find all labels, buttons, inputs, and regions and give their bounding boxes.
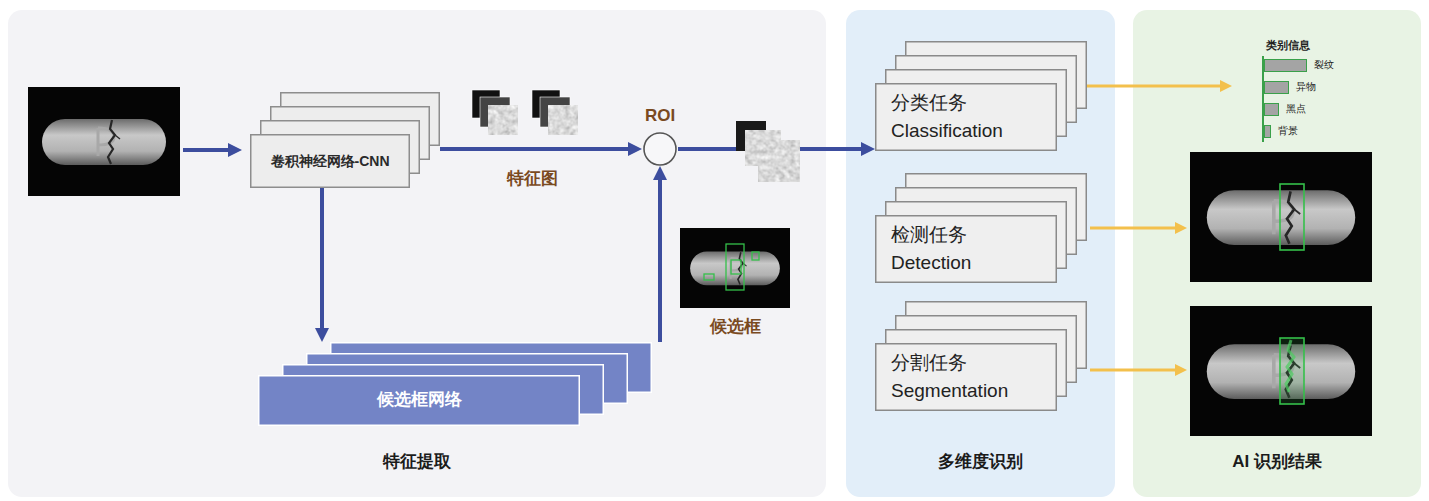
edge-label-holder: 候选框 <box>710 315 761 338</box>
box-label: Classification <box>891 117 1003 145</box>
flow-arrow <box>440 147 636 151</box>
stack-layer <box>876 344 1057 411</box>
bar-label: 黑点 <box>1286 102 1306 116</box>
panel-title: 多维度识别 <box>938 450 1023 473</box>
edge-label: 特征图 <box>507 167 558 190</box>
class-chart: 类别信息裂纹异物黑点背景 <box>1232 36 1352 142</box>
chart-bar <box>1264 59 1307 72</box>
roi-circle: ROI <box>642 106 678 166</box>
bar-label: 异物 <box>1296 80 1316 94</box>
roi-features <box>736 121 800 182</box>
flow-arrow <box>320 188 324 336</box>
box-label: 检测任务 <box>891 221 967 249</box>
bar-label: 裂纹 <box>1314 58 1334 72</box>
task-box: 检测任务Detection <box>875 173 1087 283</box>
result-arrow <box>1090 227 1182 230</box>
feature-map <box>472 90 578 135</box>
stack-layer <box>876 84 1057 151</box>
input-image <box>28 87 180 196</box>
stack-layer <box>251 135 410 188</box>
segmentation-result <box>1190 306 1372 436</box>
box-label: 候选框网络 <box>377 388 462 413</box>
chart-bar <box>1264 103 1279 116</box>
flow-arrow <box>658 172 662 342</box>
chart-title: 类别信息 <box>1266 36 1352 54</box>
stage-panel: 多维度识别 分类任务Classification 检测任务Detection 分割任务… <box>846 10 1115 497</box>
stack-layer <box>259 376 580 426</box>
panel-title: 特征提取 <box>383 450 451 473</box>
chart-bar <box>1264 125 1271 138</box>
box-label: Detection <box>891 249 971 277</box>
task-box: 分类任务Classification <box>875 41 1087 151</box>
flow-arrow <box>183 148 236 152</box>
chart-row: 裂纹 <box>1264 54 1352 76</box>
result-arrow <box>1090 369 1182 372</box>
chart-bar <box>1264 81 1289 94</box>
roi-outline <box>642 132 678 166</box>
box-face: 候选框网络 <box>258 375 580 426</box>
chart-row: 背景 <box>1264 120 1352 142</box>
task-box: 分割任务Segmentation <box>875 301 1087 411</box>
box-label: 分类任务 <box>891 89 967 117</box>
chart-row: 异物 <box>1264 76 1352 98</box>
network-box: 候选框网络 <box>258 342 662 426</box>
feature-tile <box>758 140 800 182</box>
pill-photo <box>1190 306 1372 436</box>
panel-title: AI 识别结果 <box>1232 450 1322 473</box>
box-face: 分类任务Classification <box>875 83 1057 151</box>
proposal-box <box>704 274 714 280</box>
box-label: 卷积神经网络-CNN <box>271 151 390 171</box>
roi-circle <box>644 133 676 165</box>
edge-label-holder: 特征图 <box>507 167 558 190</box>
proposal-box <box>726 244 744 290</box>
proposal-image <box>680 228 790 308</box>
detection-box <box>1280 184 1304 250</box>
box-label: 分割任务 <box>891 349 967 377</box>
proposal-box <box>731 260 741 274</box>
chart-axis <box>1262 56 1264 142</box>
stack-layers <box>258 342 662 426</box>
detection-result <box>1190 152 1372 282</box>
stack-layers <box>250 92 440 188</box>
pill-photo <box>1190 152 1372 282</box>
box-face: 分割任务Segmentation <box>875 343 1057 411</box>
chart-row: 黑点 <box>1264 98 1352 120</box>
edge-label: 候选框 <box>710 315 761 338</box>
stack-layer <box>876 216 1057 283</box>
process-box: 卷积神经网络-CNN <box>250 92 440 188</box>
roi-label: ROI <box>642 106 678 126</box>
feature-tile <box>488 105 518 135</box>
pill-photo <box>680 228 790 308</box>
proposal-box <box>752 252 759 260</box>
bar-label: 背景 <box>1278 124 1298 138</box>
box-label: Segmentation <box>891 377 1008 405</box>
flow-arrow <box>1087 85 1227 88</box>
box-face: 卷积神经网络-CNN <box>250 134 410 188</box>
feature-tile <box>548 105 578 135</box>
box-face: 检测任务Detection <box>875 215 1057 283</box>
segmentation-box <box>1280 338 1304 404</box>
